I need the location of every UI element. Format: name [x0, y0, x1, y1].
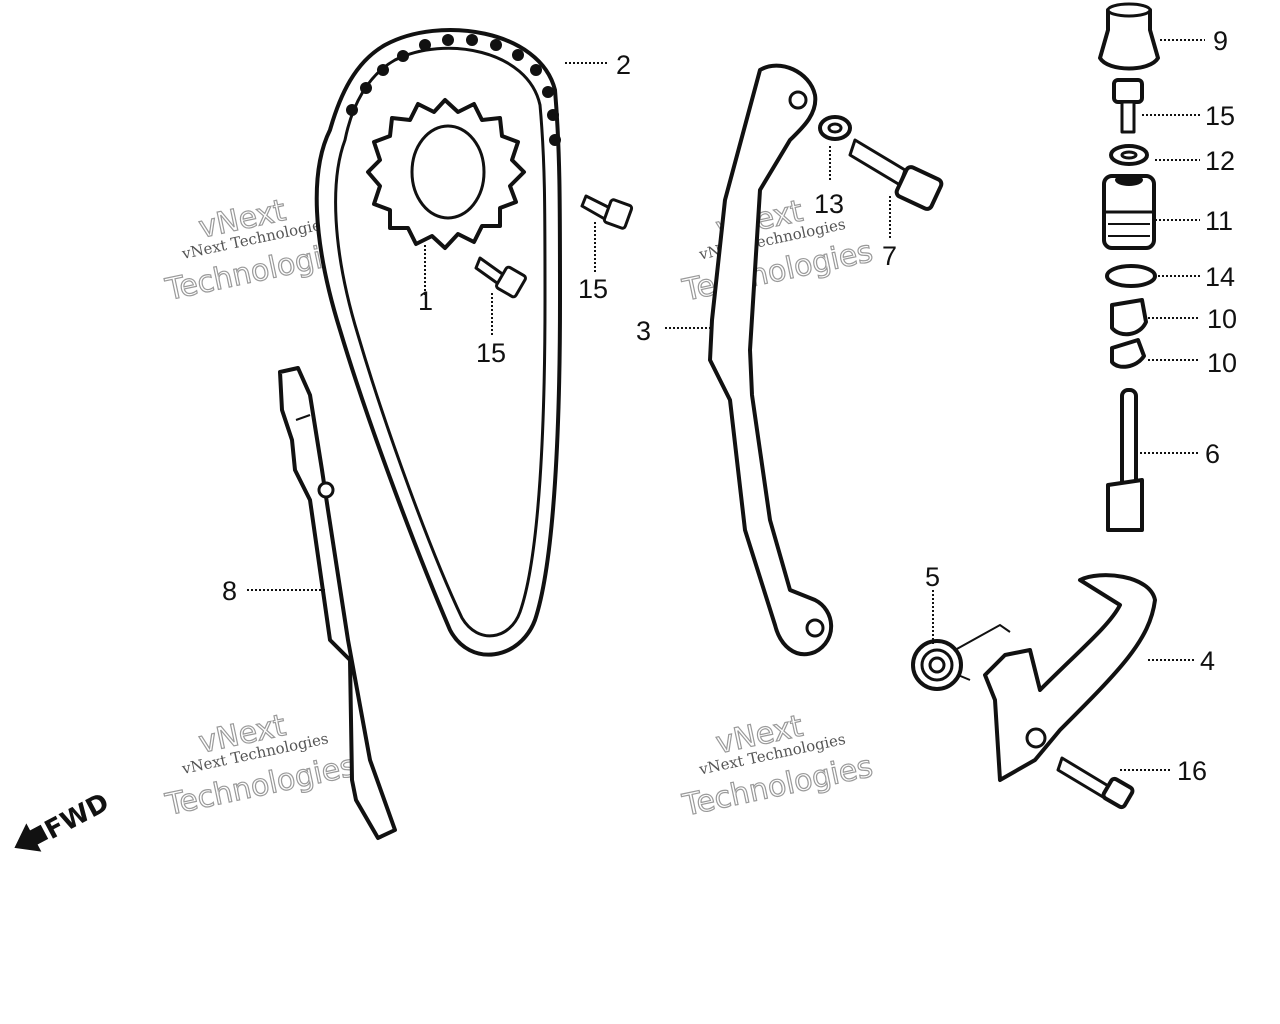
sealing-cap-9	[1098, 2, 1160, 71]
callout-15-center: 15	[476, 338, 506, 368]
spring-5	[911, 623, 1011, 691]
tensioner-arm-4	[983, 573, 1157, 782]
callout-10-lower: 10	[1207, 348, 1237, 378]
callout-10-upper: 10	[1207, 304, 1237, 334]
callout-5: 5	[925, 562, 940, 592]
bolt-15-top	[1112, 78, 1144, 134]
callout-11: 11	[1205, 206, 1233, 236]
arrow-left-icon	[14, 823, 49, 852]
callout-7: 7	[882, 241, 897, 271]
forward-direction-indicator: FWD	[14, 788, 114, 852]
callout-8: 8	[222, 576, 237, 606]
wedge-10-lower	[1110, 338, 1146, 369]
leader-lines	[247, 39, 1205, 771]
callout-12: 12	[1205, 146, 1235, 176]
cam-sprocket	[366, 98, 526, 250]
tensioner-body-11	[1102, 174, 1156, 250]
chain-links	[346, 34, 561, 146]
callout-4: 4	[1200, 646, 1215, 676]
washer-12	[1109, 144, 1149, 166]
watermark-bottom-left: vNext vNext Technologies Technologies	[161, 708, 359, 824]
callout-6: 6	[1205, 439, 1220, 469]
bolt-15-center	[474, 256, 527, 299]
chain-guide	[278, 366, 397, 840]
watermark-bottom-center: vNext vNext Technologies Technologies	[678, 708, 876, 824]
tensioner-slipper	[708, 63, 834, 656]
callout-3: 3	[636, 316, 651, 346]
fwd-label: FWD	[40, 788, 114, 846]
wedge-10-upper	[1110, 298, 1148, 337]
callouts: 1 2 3 4 5 6 7 8 9 10 10 11 12 13 14 15 1…	[222, 26, 1237, 786]
callout-14: 14	[1205, 262, 1235, 292]
o-ring-14	[1105, 264, 1157, 288]
callout-2: 2	[616, 50, 631, 80]
washer-13	[818, 115, 852, 141]
callout-9: 9	[1213, 26, 1228, 56]
callout-1: 1	[418, 286, 433, 316]
bolt-16	[1056, 756, 1135, 810]
callout-15-right: 15	[578, 274, 608, 304]
pivot-bolt-7	[848, 138, 944, 211]
watermark-top-center: vNext vNext Technologies Technologies	[678, 193, 876, 309]
bolt-15-right	[580, 194, 634, 230]
push-rod-6	[1106, 388, 1144, 532]
callout-13: 13	[814, 189, 844, 219]
callout-15-top: 15	[1205, 101, 1235, 131]
callout-16: 16	[1177, 756, 1207, 786]
